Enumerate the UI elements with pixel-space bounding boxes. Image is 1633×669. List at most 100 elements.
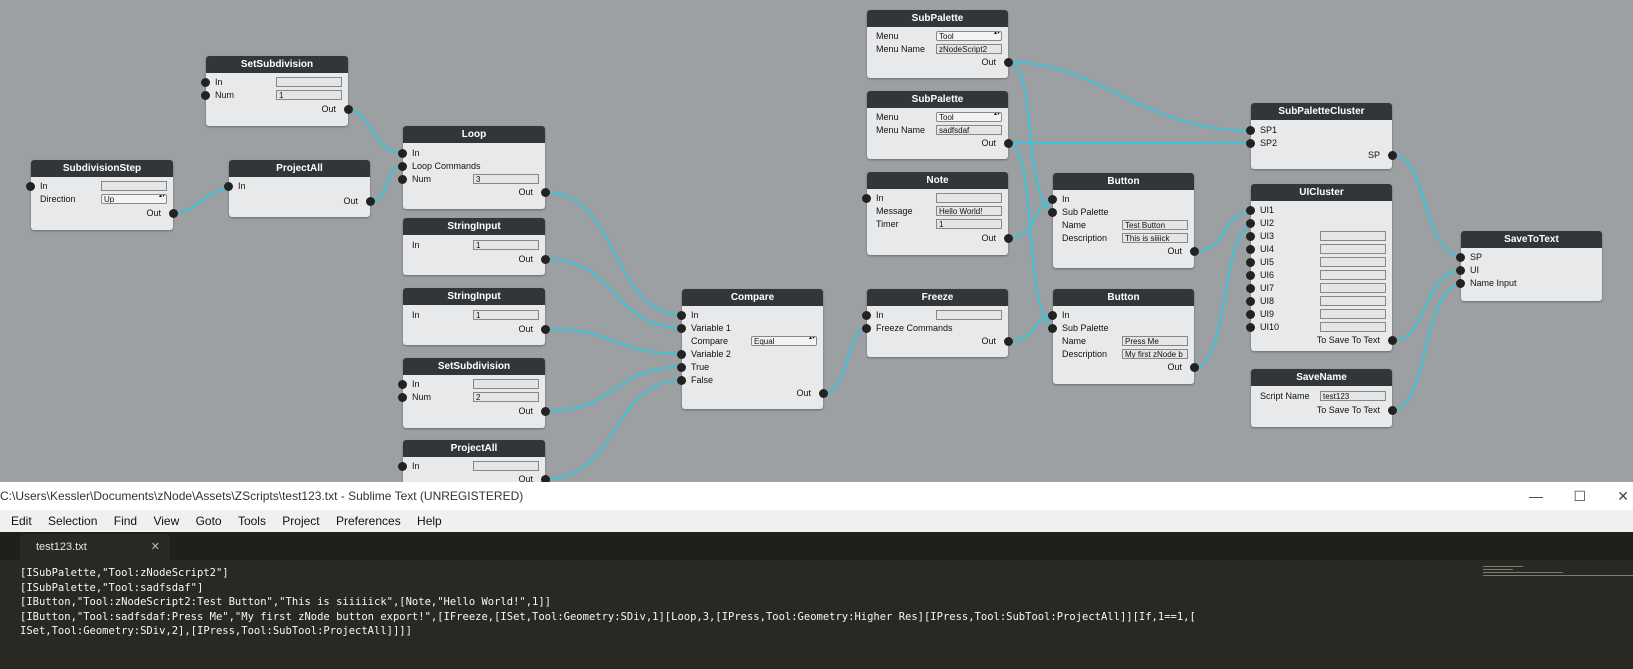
node-subpalettecluster[interactable]: SubPaletteCluster SP1 SP2 SP	[1246, 103, 1397, 169]
window-titlebar[interactable]: C:\Users\Kessler\Documents\zNode\Assets\…	[0, 482, 1633, 510]
string-field[interactable]: 1	[473, 240, 539, 250]
input-port[interactable]	[398, 393, 407, 402]
input-port[interactable]	[201, 78, 210, 87]
input-port[interactable]	[862, 311, 871, 320]
output-port[interactable]	[1004, 139, 1013, 148]
in-field[interactable]	[101, 181, 167, 191]
ui-field[interactable]	[1320, 283, 1386, 293]
input-port[interactable]	[1246, 271, 1255, 280]
description-field[interactable]: This is siiiick	[1122, 233, 1188, 243]
output-port[interactable]	[819, 389, 828, 398]
output-port[interactable]	[1388, 406, 1397, 415]
menu-find[interactable]: Find	[113, 514, 138, 528]
input-port[interactable]	[1456, 253, 1465, 262]
tab-close-icon[interactable]: ✕	[150, 541, 160, 553]
input-port[interactable]	[1246, 310, 1255, 319]
num-field[interactable]: 3	[473, 174, 539, 184]
input-port[interactable]	[1246, 219, 1255, 228]
input-port[interactable]	[862, 324, 871, 333]
input-port[interactable]	[201, 91, 210, 100]
node-uicluster[interactable]: UICluster UI1 UI2 UI3 UI4 UI5 UI6 UI7 UI…	[1246, 184, 1397, 351]
description-field[interactable]: My first zNode b	[1122, 349, 1188, 359]
menu-select[interactable]: Tool	[936, 112, 1002, 122]
menu-selection[interactable]: Selection	[48, 514, 98, 528]
input-port[interactable]	[1456, 279, 1465, 288]
input-port[interactable]	[677, 324, 686, 333]
output-port[interactable]	[541, 325, 550, 334]
menu-help[interactable]: Help	[417, 514, 442, 528]
in-field[interactable]	[473, 379, 539, 389]
code-editor[interactable]: [ISubPalette,"Tool:zNodeScript2"][ISubPa…	[20, 566, 1473, 639]
minimize-icon[interactable]: —	[1529, 488, 1543, 504]
input-port[interactable]	[1246, 126, 1255, 135]
input-port[interactable]	[1048, 324, 1057, 333]
input-port[interactable]	[1246, 258, 1255, 267]
ui-field[interactable]	[1320, 244, 1386, 254]
input-port[interactable]	[224, 182, 233, 191]
output-port[interactable]	[1004, 337, 1013, 346]
input-port[interactable]	[1456, 266, 1465, 275]
node-projectall-1[interactable]: ProjectAll In Out	[224, 160, 375, 217]
input-port[interactable]	[398, 149, 407, 158]
name-field[interactable]: Press Me	[1122, 336, 1188, 346]
output-port[interactable]	[541, 255, 550, 264]
input-port[interactable]	[1246, 284, 1255, 293]
in-field[interactable]	[936, 193, 1002, 203]
input-port[interactable]	[1048, 208, 1057, 217]
ui-field[interactable]	[1320, 231, 1386, 241]
minimap[interactable]	[1483, 566, 1633, 578]
output-port[interactable]	[1190, 363, 1199, 372]
output-port[interactable]	[1004, 234, 1013, 243]
node-freeze[interactable]: Freeze In Freeze Commands Out	[862, 289, 1013, 357]
menu-preferences[interactable]: Preferences	[336, 514, 401, 528]
input-port[interactable]	[1048, 311, 1057, 320]
input-port[interactable]	[1048, 195, 1057, 204]
num-field[interactable]: 1	[276, 90, 342, 100]
close-icon[interactable]: ✕	[1617, 488, 1629, 504]
menu-select[interactable]: Tool	[936, 31, 1002, 41]
ui-field[interactable]	[1320, 322, 1386, 332]
num-field[interactable]: 2	[473, 392, 539, 402]
input-port[interactable]	[677, 311, 686, 320]
ui-field[interactable]	[1320, 257, 1386, 267]
input-port[interactable]	[1246, 323, 1255, 332]
output-port[interactable]	[344, 105, 353, 114]
menu-name-field[interactable]: sadfsdaf	[936, 125, 1002, 135]
name-field[interactable]: Test Button	[1122, 220, 1188, 230]
output-port[interactable]	[541, 475, 550, 482]
output-port[interactable]	[541, 407, 550, 416]
in-field[interactable]	[936, 310, 1002, 320]
node-savetotext[interactable]: SaveToText SP UI Name Input	[1456, 231, 1602, 301]
input-port[interactable]	[677, 376, 686, 385]
menu-name-field[interactable]: zNodeScript2	[936, 44, 1002, 54]
string-field[interactable]: 1	[473, 310, 539, 320]
maximize-icon[interactable]: ☐	[1573, 488, 1586, 504]
message-field[interactable]: Hello World!	[936, 206, 1002, 216]
output-port[interactable]	[541, 188, 550, 197]
ui-field[interactable]	[1320, 270, 1386, 280]
output-port[interactable]	[1004, 58, 1013, 67]
node-projectall-2[interactable]: ProjectAll In Out	[398, 440, 550, 482]
script-name-field[interactable]: test123	[1320, 391, 1386, 401]
in-field[interactable]	[276, 77, 342, 87]
ui-field[interactable]	[1320, 309, 1386, 319]
input-port[interactable]	[1246, 297, 1255, 306]
menu-edit[interactable]: Edit	[11, 514, 32, 528]
menu-project[interactable]: Project	[282, 514, 320, 528]
input-port[interactable]	[677, 363, 686, 372]
input-port[interactable]	[398, 462, 407, 471]
compare-select[interactable]: Equal	[751, 336, 817, 346]
input-port[interactable]	[1246, 139, 1255, 148]
